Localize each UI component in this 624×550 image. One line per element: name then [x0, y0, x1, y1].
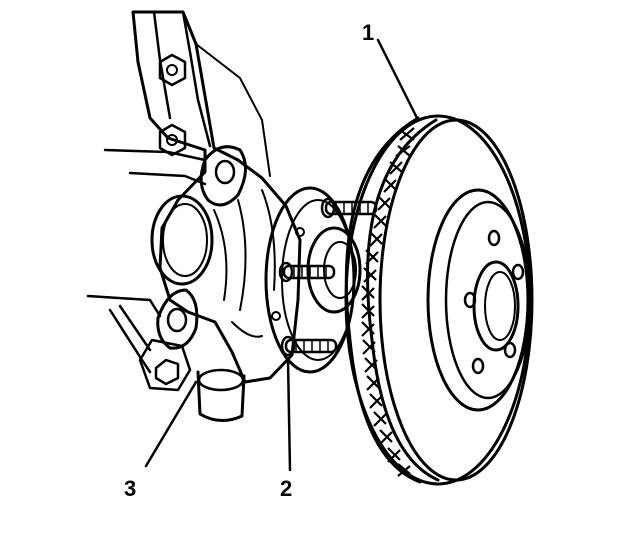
callout-2-label: 2 — [280, 476, 292, 501]
wheel-stud-middle — [278, 261, 336, 283]
callout-3: 3 — [124, 380, 198, 501]
strut-bolt-lower — [158, 123, 187, 157]
strut-bolt-upper — [158, 53, 187, 87]
callout-1: 1 — [362, 20, 420, 122]
callout-1-label: 1 — [362, 20, 374, 45]
rotor-vent-fins — [361, 127, 415, 477]
hub-bearing-assembly — [264, 186, 378, 374]
callout-2: 2 — [280, 358, 292, 501]
callout-3-label: 3 — [124, 476, 136, 501]
lower-bracket-nut — [138, 338, 192, 392]
wheel-stud-top — [320, 197, 378, 219]
wheel-stud-bottom — [280, 335, 338, 357]
brake-rotor — [344, 114, 534, 486]
steering-knuckle — [86, 10, 302, 422]
